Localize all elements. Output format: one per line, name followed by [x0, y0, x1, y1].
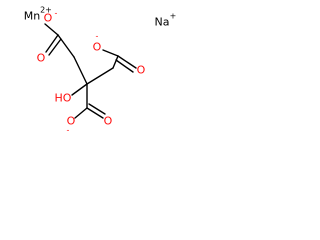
- bond-ch2b-c4: [112, 55, 119, 69]
- bond-c3-ch2b: [86, 67, 114, 85]
- o-top-label: O: [44, 12, 53, 25]
- mn-charge: 2+: [40, 6, 52, 15]
- na-charge: +: [170, 12, 177, 21]
- o-dbl-left-label: O: [37, 52, 46, 65]
- o-dbl-bottom-label: O: [104, 115, 113, 128]
- o-top-charge: -: [55, 9, 58, 18]
- structure-drawing: Mn 2+ O - Na + O O - O HO O - O: [24, 6, 177, 135]
- bond-c5-odbl: [86, 107, 104, 119]
- o-right-top-label: O: [93, 41, 102, 54]
- o-dbl-right-label: O: [137, 64, 146, 77]
- bond-c4-otop: [102, 49, 119, 57]
- bond-c5-o-left: [74, 107, 88, 119]
- mn-label: Mn: [24, 10, 40, 23]
- o-bottom-left-charge: -: [67, 126, 70, 135]
- bond-c3-ho: [71, 83, 88, 96]
- bond-c4-odbl-2: [115, 59, 134, 73]
- bond-c1-odbl-left-2: [48, 38, 62, 56]
- bond-otop-c1: [44, 23, 59, 36]
- bond-c1-ch2a: [57, 34, 75, 58]
- bond-c1-odbl-left: [45, 34, 59, 53]
- molecule-canvas: Mn 2+ O - Na + O O - O HO O - O: [0, 0, 199, 148]
- o-bottom-left-label: O: [67, 115, 76, 128]
- bond-c4-odbl: [117, 55, 137, 69]
- o-right-top-charge: -: [96, 32, 99, 41]
- na-label: Na: [155, 16, 170, 29]
- bond-ch2a-c3: [73, 56, 88, 85]
- bond-c5-odbl-2: [88, 103, 106, 115]
- ho-label: HO: [55, 92, 72, 105]
